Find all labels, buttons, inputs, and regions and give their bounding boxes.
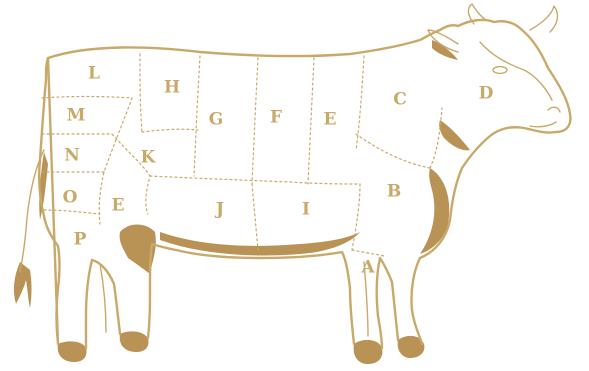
divider-rump-1 bbox=[42, 97, 132, 99]
cut-label-i: I bbox=[302, 200, 310, 220]
cut-label-h: H bbox=[164, 78, 180, 98]
ear-shadow bbox=[432, 40, 458, 60]
cut-label-j: J bbox=[214, 200, 224, 220]
divider-shoulder bbox=[356, 134, 430, 168]
cut-label-d: D bbox=[479, 84, 494, 104]
cut-label-k: K bbox=[141, 148, 157, 168]
eye bbox=[493, 67, 507, 74]
cut-label-n: N bbox=[64, 146, 80, 166]
divider-rib-1 bbox=[194, 56, 200, 176]
divider-sirloin bbox=[142, 129, 198, 132]
divider-belly bbox=[150, 176, 360, 184]
chest-shadow bbox=[420, 168, 449, 254]
horn-right bbox=[530, 6, 557, 32]
divider-flank bbox=[252, 184, 258, 250]
hoof-rear-left bbox=[58, 341, 87, 362]
body-outline bbox=[39, 20, 570, 348]
cut-boundaries bbox=[42, 54, 442, 256]
divider-loin bbox=[140, 54, 142, 132]
tail-switch bbox=[14, 262, 32, 308]
mouth bbox=[530, 122, 556, 127]
divider-neck bbox=[430, 108, 442, 168]
neck-shadow bbox=[439, 120, 470, 150]
cut-label-f: F bbox=[270, 108, 282, 128]
cut-label-e: E bbox=[324, 110, 337, 130]
divider-brisket bbox=[352, 184, 360, 250]
divider-shank bbox=[352, 250, 384, 256]
rear-leg-inner bbox=[100, 264, 106, 332]
cow-outline bbox=[20, 4, 570, 348]
cut-label-m: M bbox=[67, 106, 86, 126]
cut-label-o: O bbox=[63, 188, 78, 208]
cut-label-g: G bbox=[209, 110, 224, 130]
nostril bbox=[548, 107, 560, 112]
cut-label-b: B bbox=[387, 182, 401, 202]
cut-label-a: A bbox=[360, 258, 375, 278]
cut-label-l: L bbox=[88, 64, 100, 84]
hoof-rear-right bbox=[120, 331, 149, 352]
divider-chuck bbox=[356, 56, 364, 150]
cut-label-e-flank: E bbox=[112, 196, 125, 216]
hoof-front-left bbox=[354, 340, 383, 364]
divider-rib-3 bbox=[308, 58, 314, 184]
cut-label-c: C bbox=[393, 90, 407, 110]
divider-rib-2 bbox=[252, 58, 258, 184]
cut-label-p: P bbox=[74, 230, 87, 250]
